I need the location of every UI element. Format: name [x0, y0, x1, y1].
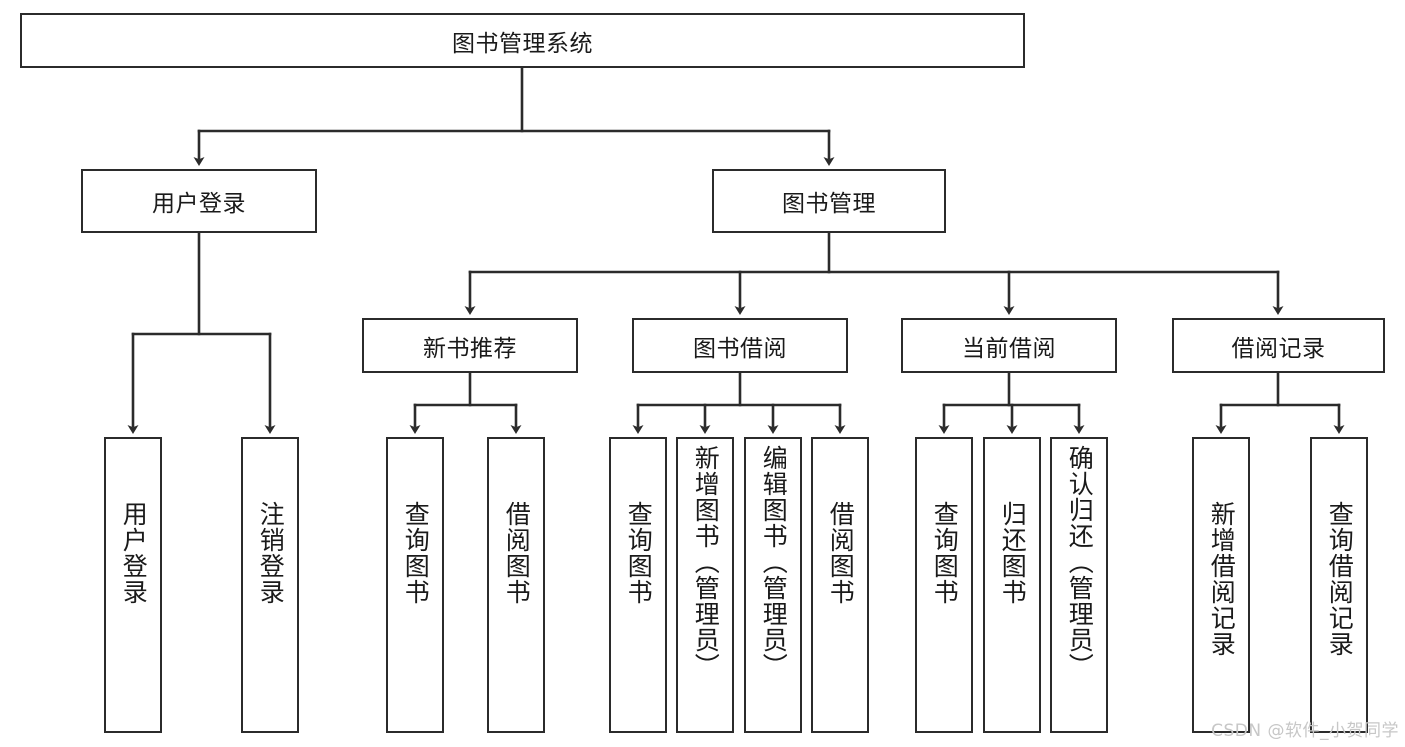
node-leaf-query-book-rec-label: 查询图书 [401, 501, 431, 605]
node-borrow-record[interactable]: 借阅记录 [1172, 318, 1385, 373]
node-user-login[interactable]: 用户登录 [81, 169, 317, 233]
node-leaf-borrow-book-label: 借阅图书 [826, 501, 856, 605]
node-leaf-add-book-label: 新增图书（管理员） [691, 445, 721, 679]
node-leaf-query-book-borrow-label: 查询图书 [624, 501, 654, 605]
node-leaf-edit-book-label: 编辑图书（管理员） [759, 445, 789, 679]
node-root-label: 图书管理系统 [452, 30, 593, 57]
node-leaf-query-book-cur-label: 查询图书 [930, 501, 960, 605]
node-leaf-query-book-borrow[interactable]: 查询图书 [609, 437, 667, 733]
node-leaf-query-book-cur[interactable]: 查询图书 [915, 437, 973, 733]
node-root[interactable]: 图书管理系统 [20, 13, 1025, 68]
node-leaf-user-login[interactable]: 用户登录 [104, 437, 162, 733]
node-leaf-user-logout[interactable]: 注销登录 [241, 437, 299, 733]
node-leaf-confirm-return-label: 确认归还（管理员） [1065, 445, 1095, 679]
node-leaf-borrow-book[interactable]: 借阅图书 [811, 437, 869, 733]
node-leaf-user-login-label: 用户登录 [119, 501, 149, 605]
node-book-manage-label: 图书管理 [782, 191, 876, 217]
node-leaf-add-record[interactable]: 新增借阅记录 [1192, 437, 1250, 733]
node-book-borrow-label: 图书借阅 [693, 335, 787, 362]
node-book-manage[interactable]: 图书管理 [712, 169, 946, 233]
node-leaf-confirm-return[interactable]: 确认归还（管理员） [1050, 437, 1108, 733]
csdn-watermark: CSDN @软件_小贺同学 [1211, 721, 1399, 741]
node-new-book-rec[interactable]: 新书推荐 [362, 318, 578, 373]
node-leaf-borrow-book-rec-label: 借阅图书 [502, 501, 532, 605]
node-leaf-query-record-label: 查询借阅记录 [1325, 501, 1355, 657]
node-leaf-return-book[interactable]: 归还图书 [983, 437, 1041, 733]
node-current-borrow[interactable]: 当前借阅 [901, 318, 1117, 373]
node-leaf-add-book[interactable]: 新增图书（管理员） [676, 437, 734, 733]
node-leaf-user-logout-label: 注销登录 [256, 501, 286, 605]
node-user-login-label: 用户登录 [152, 191, 246, 217]
node-leaf-query-book-rec[interactable]: 查询图书 [386, 437, 444, 733]
node-new-book-rec-label: 新书推荐 [423, 335, 517, 362]
node-current-borrow-label: 当前借阅 [962, 335, 1056, 362]
node-leaf-borrow-book-rec[interactable]: 借阅图书 [487, 437, 545, 733]
node-leaf-return-book-label: 归还图书 [998, 501, 1028, 605]
node-leaf-query-record[interactable]: 查询借阅记录 [1310, 437, 1368, 733]
node-leaf-add-record-label: 新增借阅记录 [1207, 501, 1237, 657]
node-borrow-record-label: 借阅记录 [1231, 335, 1326, 362]
node-book-borrow[interactable]: 图书借阅 [632, 318, 848, 373]
node-leaf-edit-book[interactable]: 编辑图书（管理员） [744, 437, 802, 733]
